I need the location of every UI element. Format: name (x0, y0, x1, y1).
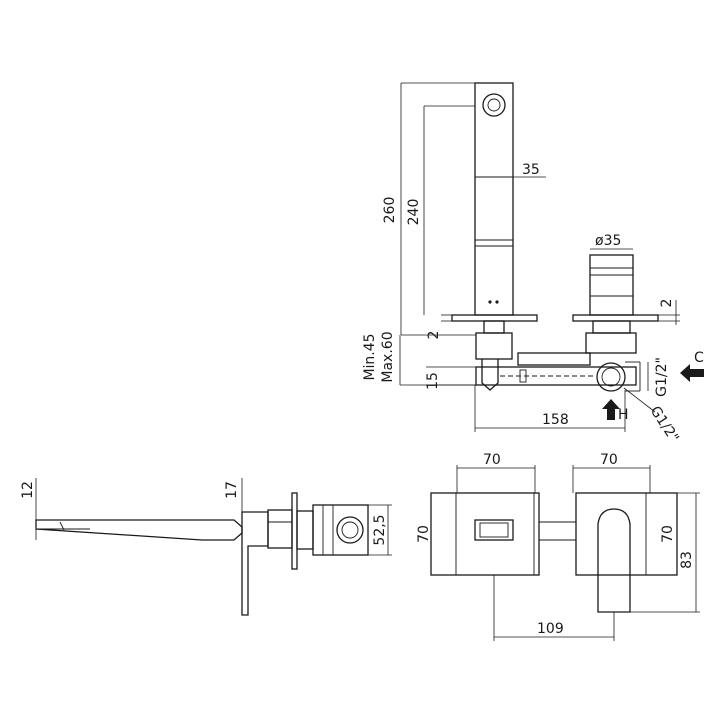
dim-15-label: 15 (425, 372, 441, 390)
spout-connector-housing (475, 332, 513, 360)
spout-outlet-inner (487, 98, 501, 112)
dim-min-label: Min.45 (362, 333, 378, 380)
handle-cartridge (592, 320, 631, 334)
front-spout-outlet (474, 519, 514, 541)
inlet-fitting-icon (596, 362, 626, 392)
dim-17-label: 17 (224, 481, 240, 499)
dim-70-left-side-label: 70 (416, 525, 432, 543)
side-wall-plate (291, 492, 298, 570)
side-spout (35, 519, 243, 541)
front-plate-left (430, 492, 540, 576)
body-bridge (517, 352, 591, 366)
side-handle-body (267, 509, 293, 549)
front-spout-outlet-inner (479, 522, 509, 538)
dim-35-label: 35 (522, 162, 540, 178)
dim-2-left-label: 2 (426, 331, 442, 340)
side-valve-inner (341, 521, 359, 539)
hot-arrow-icon (602, 399, 620, 420)
side-handle-lever (241, 511, 269, 616)
front-view: 70 70 70 70 83 109 (416, 452, 700, 641)
leader-g12-hot (623, 387, 656, 413)
dim-70-right-side-label: 70 (660, 525, 676, 543)
spout-wall-plate (451, 314, 538, 322)
body-pipe (475, 366, 637, 386)
dim-70-left-label: 70 (483, 452, 501, 468)
hot-label: H (618, 407, 629, 423)
dim-dia35-label: ø35 (595, 233, 621, 249)
dim-158-label: 158 (542, 412, 569, 428)
dim-525-label: 52,5 (372, 514, 388, 545)
spout-column (474, 82, 514, 316)
top-view: 260 240 35 ø35 2 2 Min.45 Max.60 15 (362, 82, 704, 446)
front-plate-left-inner (455, 492, 535, 576)
front-handle (597, 508, 631, 613)
dim-2-label: 2 (659, 299, 675, 308)
dim-g12-hot-label: G1/2" (647, 403, 682, 445)
handle-cylinder (589, 254, 634, 316)
handle-cartridge-housing (585, 332, 637, 354)
spout-elbow (481, 359, 499, 391)
front-plate-right-inner (575, 492, 647, 576)
side-valve-collar (296, 510, 314, 550)
spout-screw-icon (488, 300, 492, 304)
cold-arrow-icon (680, 364, 704, 382)
dim-max-label: Max.60 (380, 331, 396, 382)
dim-240-label: 240 (406, 199, 422, 226)
dim-12-label: 12 (20, 481, 36, 499)
pipe-collar (519, 369, 527, 383)
side-valve-body (312, 504, 369, 556)
dim-109-label: 109 (537, 621, 564, 637)
spout-screw-icon (495, 300, 499, 304)
spout-connector (483, 320, 505, 334)
dim-70-right-label: 70 (600, 452, 618, 468)
cold-label: C (694, 350, 704, 366)
spout-outlet-icon (482, 93, 506, 117)
dim-g12-cold-label: G1/2" (654, 357, 670, 397)
side-valve-circle-icon (336, 516, 364, 544)
side-view: 12 17 52,5 (20, 478, 392, 616)
dim-260-label: 260 (382, 197, 398, 224)
inlet-fitting-inner (601, 367, 621, 387)
dim-83-label: 83 (679, 551, 695, 569)
handle-wall-plate (572, 314, 659, 322)
